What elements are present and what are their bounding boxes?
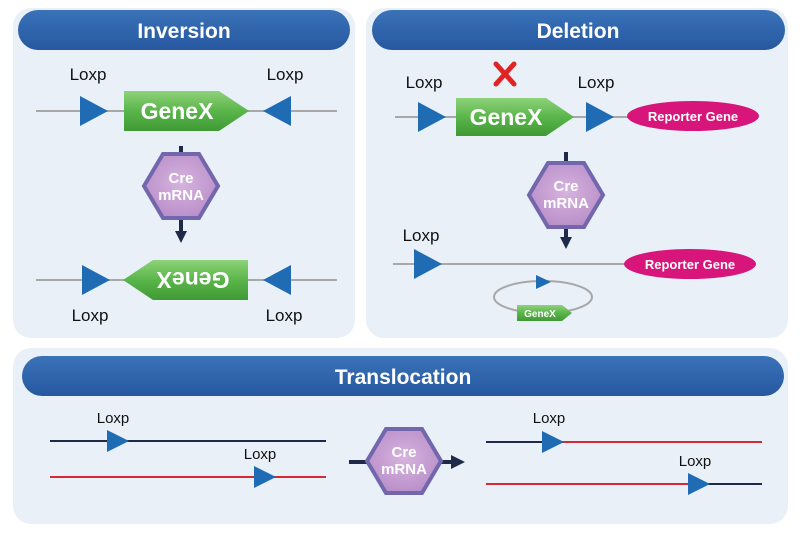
translocation-enzyme-label: Cre: [391, 444, 416, 461]
translocation-loxp-triangle-icon: [107, 430, 129, 452]
inversion-gene-arrow: [124, 91, 249, 131]
deletion-arrowhead: [560, 237, 572, 249]
deletion-excised-gene-label: GeneX: [524, 309, 556, 320]
inversion-loxp-triangle-icon: [82, 265, 110, 295]
deletion-gene-label: GeneX: [470, 104, 544, 130]
deletion-cre-hexagon-icon: [526, 161, 606, 229]
inversion-enzyme-label: mRNA: [158, 187, 204, 204]
inversion-gene-label: GeneX: [141, 98, 215, 124]
translocation-header: [22, 356, 784, 396]
deletion-panel: Deletion Loxp Loxp GeneX Reporter Gene C…: [366, 8, 788, 338]
x-mark-icon: [493, 61, 517, 87]
deletion-loxp-triangle-icon: [418, 102, 446, 132]
deletion-reporter-gene-oval: [624, 249, 756, 279]
translocation-cre-hexagon-icon: [364, 427, 444, 495]
deletion-excised-loxp-triangle-icon: [536, 275, 551, 289]
inversion-enzyme-label: Cre: [168, 170, 193, 187]
translocation-loxp-triangle-icon: [688, 473, 710, 495]
inversion-arrowhead: [175, 231, 187, 243]
inversion-loxp-triangle-icon: [80, 96, 108, 126]
inversion-cre-hexagon-icon: [141, 152, 221, 220]
translocation-loxp-label: Loxp: [533, 410, 566, 427]
deletion-loxp-label: Loxp: [403, 226, 440, 245]
deletion-header: [372, 10, 785, 50]
inversion-loxp-label: Loxp: [72, 306, 109, 325]
translocation-loxp-triangle-icon: [254, 466, 276, 488]
translocation-loxp-label: Loxp: [244, 446, 277, 463]
deletion-loxp-label: Loxp: [578, 73, 615, 92]
inversion-panel: Inversion Loxp Loxp GeneX Cre mRNA GeneX…: [13, 8, 355, 338]
deletion-excised-gene-arrow: [517, 305, 572, 321]
inversion-loxp-label: Loxp: [70, 65, 107, 84]
inversion-inverted-gene-arrow: [123, 260, 248, 300]
deletion-title: Deletion: [537, 20, 620, 43]
translocation-title: Translocation: [335, 366, 472, 389]
inversion-inverted-gene-label: GeneX: [156, 267, 230, 293]
translocation-loxp-label: Loxp: [679, 453, 712, 470]
deletion-reporter-label: Reporter Gene: [648, 109, 738, 124]
inversion-loxp-triangle-icon: [263, 96, 291, 126]
translocation-enzyme-label: mRNA: [381, 461, 427, 478]
inversion-loxp-triangle-icon: [263, 265, 291, 295]
inversion-title: Inversion: [137, 20, 230, 43]
inversion-header: [18, 10, 350, 50]
inversion-loxp-label: Loxp: [267, 65, 304, 84]
deletion-gene-arrow: [456, 98, 574, 136]
deletion-reporter-label: Reporter Gene: [645, 257, 735, 272]
deletion-loxp-triangle-icon: [414, 249, 442, 279]
translocation-loxp-triangle-icon: [542, 431, 564, 453]
deletion-loxp-label: Loxp: [406, 73, 443, 92]
translocation-loxp-label: Loxp: [97, 410, 130, 427]
translocation-arrowhead: [451, 455, 465, 469]
inversion-loxp-label: Loxp: [266, 306, 303, 325]
deletion-enzyme-label: mRNA: [543, 195, 589, 212]
translocation-panel: Translocation Loxp Loxp Cre mRNA Loxp Lo…: [13, 348, 788, 524]
deletion-reporter-gene-oval: [627, 101, 759, 131]
deletion-loxp-triangle-icon: [586, 102, 614, 132]
deletion-enzyme-label: Cre: [553, 178, 578, 195]
